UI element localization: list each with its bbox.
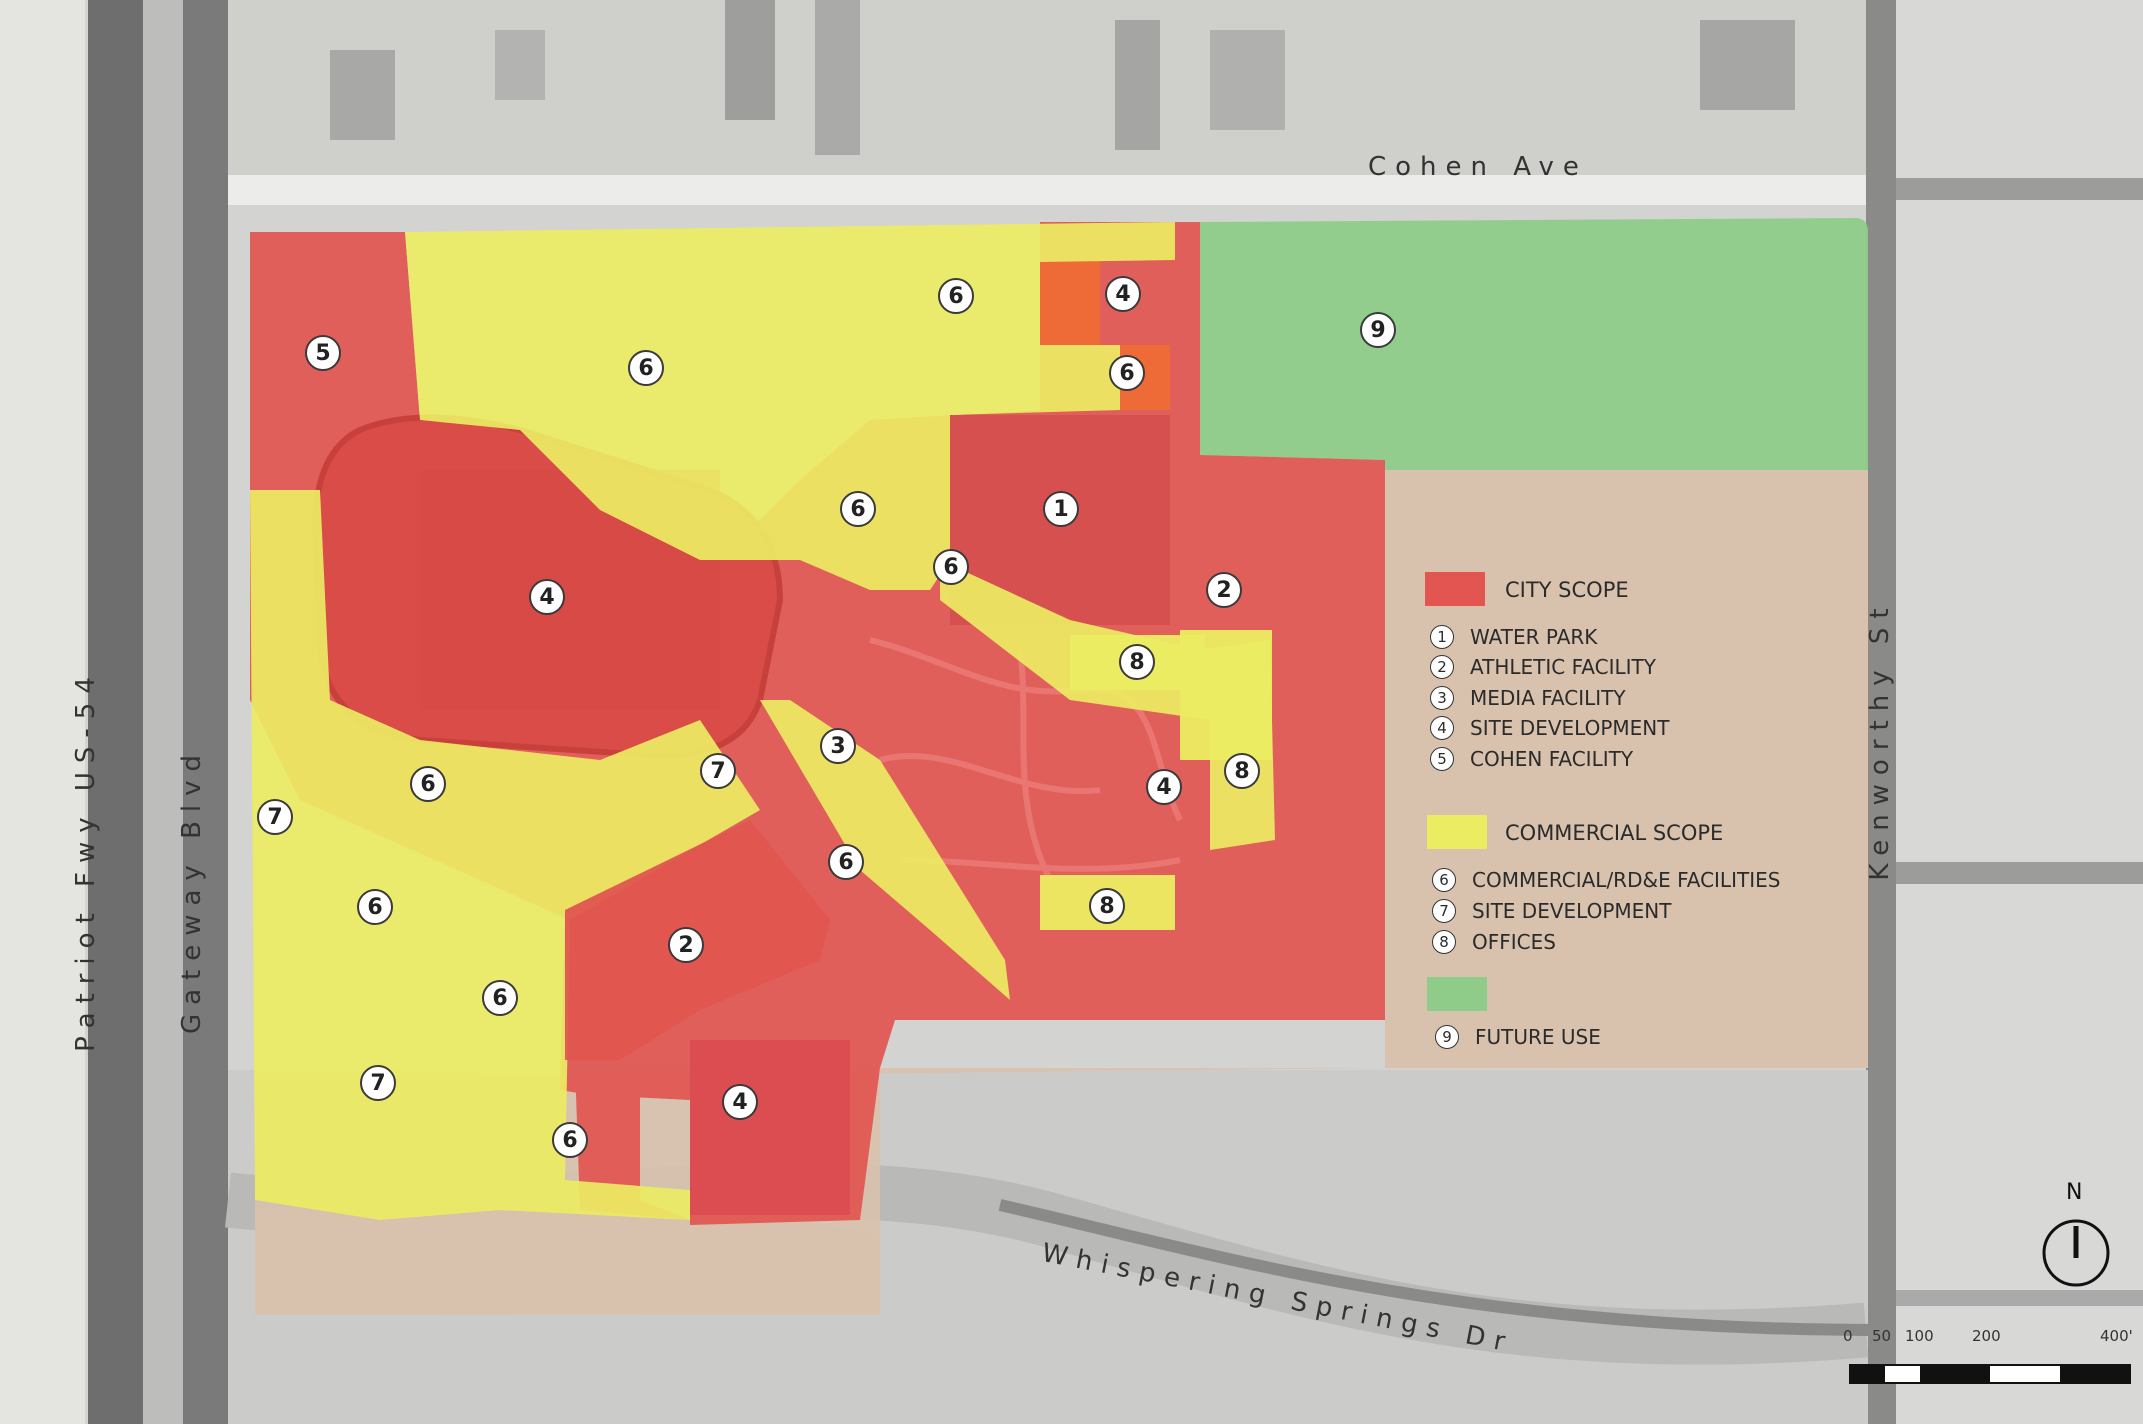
scale-label: 200 [1972, 1327, 2001, 1345]
scale-label: 400' [2100, 1327, 2133, 1345]
scale-bar-graphic [1849, 1364, 2131, 1384]
marker-commercial: 6 [1109, 355, 1145, 391]
commercial-scope-swatch [1427, 815, 1487, 849]
marker-commercial: 6 [938, 278, 974, 314]
marker-commercial-site-development: 7 [360, 1065, 396, 1101]
gateway-blvd-label: Gateway Blvd [177, 745, 207, 1035]
kenworthy-road [1866, 0, 1896, 1424]
marker-commercial: 6 [840, 491, 876, 527]
marker-commercial: 6 [357, 889, 393, 925]
marker-commercial: 6 [933, 549, 969, 585]
kenworthy-st-label: Kenworthy St [1865, 599, 1895, 881]
marker-water-park: 1 [1043, 491, 1079, 527]
marker-media-facility: 3 [820, 728, 856, 764]
north-arrow-label: N [2066, 1180, 2083, 1205]
marker-future-use: 9 [1360, 312, 1396, 348]
future-use-swatch [1427, 977, 1487, 1011]
marker-site-development: 4 [722, 1084, 758, 1120]
marker-offices: 8 [1089, 888, 1125, 924]
marker-athletic-facility: 2 [668, 927, 704, 963]
marker-cohen-facility: 5 [305, 335, 341, 371]
marker-athletic-facility: 2 [1206, 572, 1242, 608]
marker-site-development: 4 [529, 579, 565, 615]
patriot-fwy-label: Patriot Fwy US-54 [71, 668, 101, 1052]
cohen-ave-label: Cohen Ave [1368, 152, 1588, 182]
city-scope-swatch [1425, 572, 1485, 606]
cohen-road [228, 175, 1888, 205]
marker-commercial: 6 [828, 844, 864, 880]
marker-offices: 8 [1224, 753, 1260, 789]
scale-label: 100 [1905, 1327, 1934, 1345]
future-use-zone [1200, 218, 1868, 470]
gateway-road [183, 0, 228, 1424]
city-scope-title: CITY SCOPE [1505, 578, 1629, 602]
marker-site-development: 4 [1146, 769, 1182, 805]
marker-site-development: 4 [1105, 276, 1141, 312]
marker-commercial: 6 [482, 980, 518, 1016]
commercial-scope-zone [405, 222, 1175, 590]
marker-commercial: 6 [552, 1122, 588, 1158]
marker-commercial-site-development: 7 [257, 799, 293, 835]
scale-label: 0 [1843, 1327, 1853, 1345]
marker-commercial-site-development: 7 [700, 753, 736, 789]
commercial-scope-title: COMMERCIAL SCOPE [1505, 821, 1724, 845]
scale-label: 50 [1872, 1327, 1892, 1345]
north-arrow-graphic [2042, 1219, 2110, 1287]
marker-commercial: 6 [628, 350, 664, 386]
marker-offices: 8 [1119, 644, 1155, 680]
marker-commercial: 6 [410, 766, 446, 802]
freeway-road [88, 0, 143, 1424]
